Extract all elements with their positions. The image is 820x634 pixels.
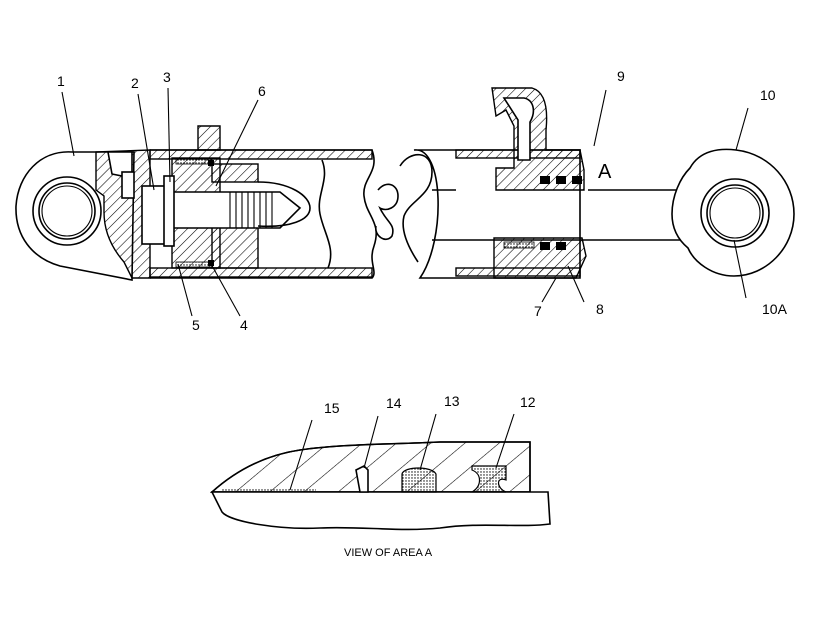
callout-14: 14	[363, 395, 402, 469]
callout-3: 3	[163, 69, 171, 183]
callout-10a: 10A	[733, 239, 788, 317]
callout-10: 10	[735, 87, 776, 151]
callout-12: 12	[495, 394, 536, 469]
callout-6: 6	[215, 83, 266, 187]
svg-text:7: 7	[534, 303, 542, 319]
piston-rod	[456, 189, 690, 241]
svg-text:5: 5	[192, 317, 200, 333]
callout-15: 15	[289, 400, 340, 491]
svg-text:10: 10	[760, 87, 776, 103]
detail-view-area-a	[209, 441, 551, 531]
svg-text:VIEW OF AREA A: VIEW OF AREA A	[344, 547, 433, 559]
detail-caption: VIEW OF AREA A	[344, 547, 433, 559]
callout-4: 4	[209, 261, 248, 333]
rod-guide-head	[491, 87, 587, 279]
callout-1: 1	[57, 73, 75, 157]
piston-assembly	[141, 157, 311, 269]
rod-end-eye	[671, 148, 795, 277]
svg-text:15: 15	[324, 400, 340, 416]
cylinder-barrel-left	[149, 125, 399, 279]
svg-text:13: 13	[444, 393, 460, 409]
callout-8: 8	[567, 265, 604, 317]
svg-text:4: 4	[240, 317, 248, 333]
svg-text:9: 9	[617, 68, 625, 84]
callout-9: 9	[593, 68, 625, 147]
svg-text:A: A	[598, 161, 612, 183]
callout-13: 13	[419, 393, 460, 471]
callout-5: 5	[177, 263, 200, 333]
svg-text:1: 1	[57, 73, 65, 89]
callout-2: 2	[131, 75, 155, 191]
svg-text:8: 8	[596, 301, 604, 317]
svg-text:12: 12	[520, 394, 536, 410]
svg-text:2: 2	[131, 75, 139, 91]
callout-7: 7	[534, 277, 557, 319]
svg-text:10A: 10A	[762, 301, 788, 317]
svg-text:6: 6	[258, 83, 266, 99]
svg-text:3: 3	[163, 69, 171, 85]
head-body	[95, 149, 151, 279]
svg-text:14: 14	[386, 395, 402, 411]
area-a-marker: A	[598, 161, 612, 183]
